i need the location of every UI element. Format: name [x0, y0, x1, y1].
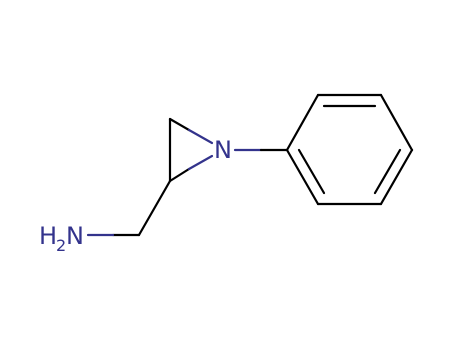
phenyl-ring	[285, 93, 414, 206]
aziridine-ring	[168, 117, 214, 183]
ring-nitrogen-label: N	[214, 136, 232, 164]
bond-ch2-n-blue	[187, 128, 214, 145]
ring-double-bond-left	[297, 148, 326, 195]
bond-c2-n-blue	[187, 154, 214, 171]
amine-hydrogen-label: H	[39, 222, 57, 250]
ring-bond-1	[285, 93, 320, 152]
ring-bond-4	[379, 148, 414, 206]
aminomethyl-chain	[86, 179, 172, 237]
amine-hydrogen-count: 2	[56, 236, 66, 255]
ring-bond-3	[379, 93, 414, 152]
ring-double-bond-right	[373, 148, 402, 195]
amine-nitrogen-label: N	[66, 222, 84, 250]
bond-ch2-n-black	[168, 117, 191, 132]
ring-bond-6	[285, 148, 320, 206]
bond-c2-ch2	[137, 179, 172, 237]
bond-c2-n-black	[168, 167, 191, 183]
